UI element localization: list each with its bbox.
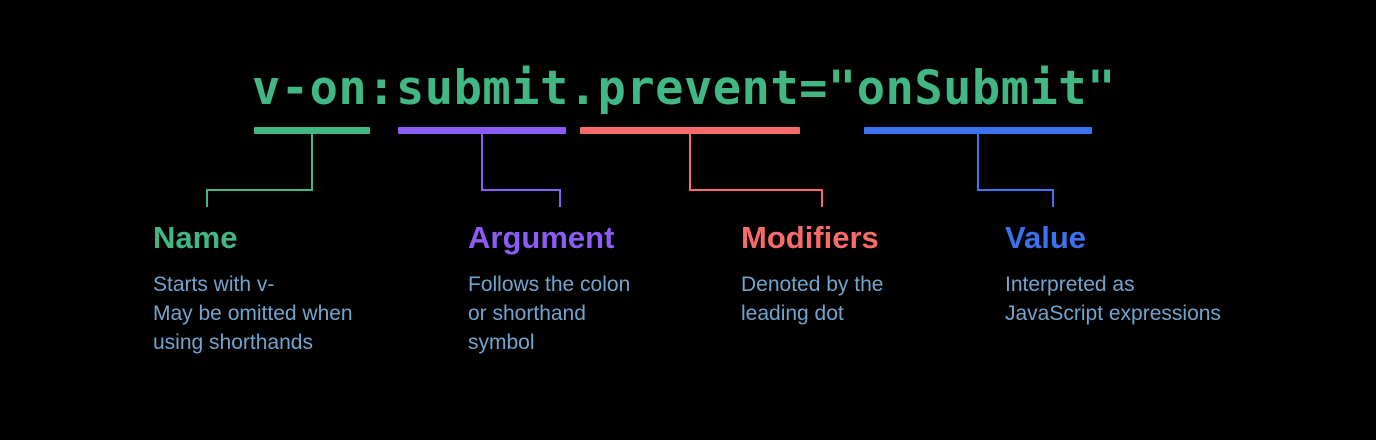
underline-bar-value <box>864 127 1092 134</box>
connector-modifiers <box>689 134 823 207</box>
connector-name <box>206 134 313 207</box>
legend-modifiers: Modifiers Denoted by the leading dot <box>741 218 883 328</box>
legend-name: Name Starts with v- May be omitted when … <box>153 218 353 357</box>
connector-argument <box>481 134 561 207</box>
legend-argument: Argument Follows the colon or shorthand … <box>468 218 630 357</box>
directive-code-expression: v-on:submit.prevent="onSubmit" <box>252 61 1116 116</box>
underline-bar-name <box>254 127 370 134</box>
legend-title-argument: Argument <box>468 220 615 255</box>
legend-title-value: Value <box>1005 220 1086 255</box>
legend-value: Value Interpreted as JavaScript expressi… <box>1005 218 1221 328</box>
connector-value <box>977 134 1054 207</box>
underline-bar-argument <box>398 127 566 134</box>
legend-description-modifiers: Denoted by the leading dot <box>741 273 884 325</box>
legend-description-name: Starts with v- May be omitted when using… <box>153 273 353 354</box>
legend-description-argument: Follows the colon or shorthand symbol <box>468 273 631 354</box>
legend-title-name: Name <box>153 220 238 255</box>
underline-bar-modifiers <box>580 127 800 134</box>
legend-description-value: Interpreted as JavaScript expressions <box>1005 273 1221 325</box>
legend-title-modifiers: Modifiers <box>741 220 879 255</box>
